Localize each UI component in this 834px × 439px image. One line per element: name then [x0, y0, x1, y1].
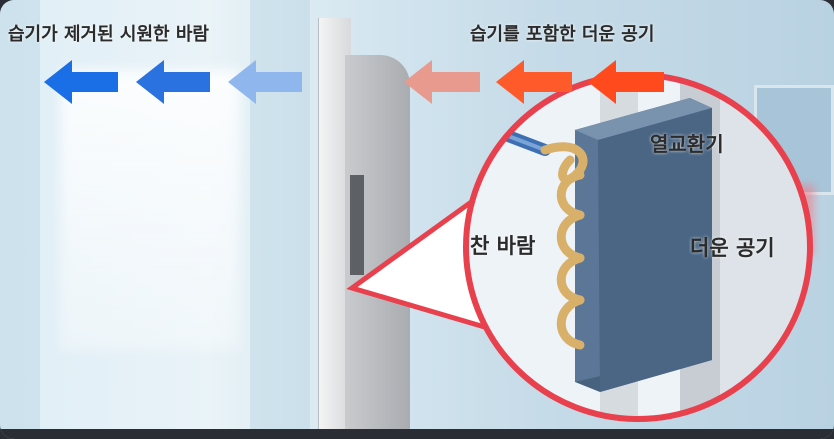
video-bottom-bar	[0, 429, 834, 439]
heat-exchanger-label: 열교환기	[650, 132, 724, 156]
arrow-left-icon	[404, 60, 480, 104]
coil-icon	[540, 142, 588, 350]
arrow-left-icon	[228, 60, 302, 104]
humid-warm-air-label: 습기를 포함한 더운 공기	[470, 24, 655, 45]
arrow-left-icon	[496, 60, 572, 104]
arrow-left-icon	[44, 60, 118, 104]
callout-pointer-outline	[346, 197, 489, 331]
curtain-left	[0, 0, 40, 439]
heat-exchanger-icon	[575, 98, 712, 392]
window-light	[60, 70, 240, 350]
arrow-left-icon	[136, 60, 210, 104]
dehumidifier-vent-panel	[350, 175, 364, 275]
warm-air-label: 더운 공기	[690, 236, 775, 260]
arrow-left-icon	[588, 60, 664, 104]
dry-cool-air-label: 습기가 제거된 시원한 바람	[8, 24, 209, 45]
cold-air-label: 찬 바람	[470, 234, 536, 258]
